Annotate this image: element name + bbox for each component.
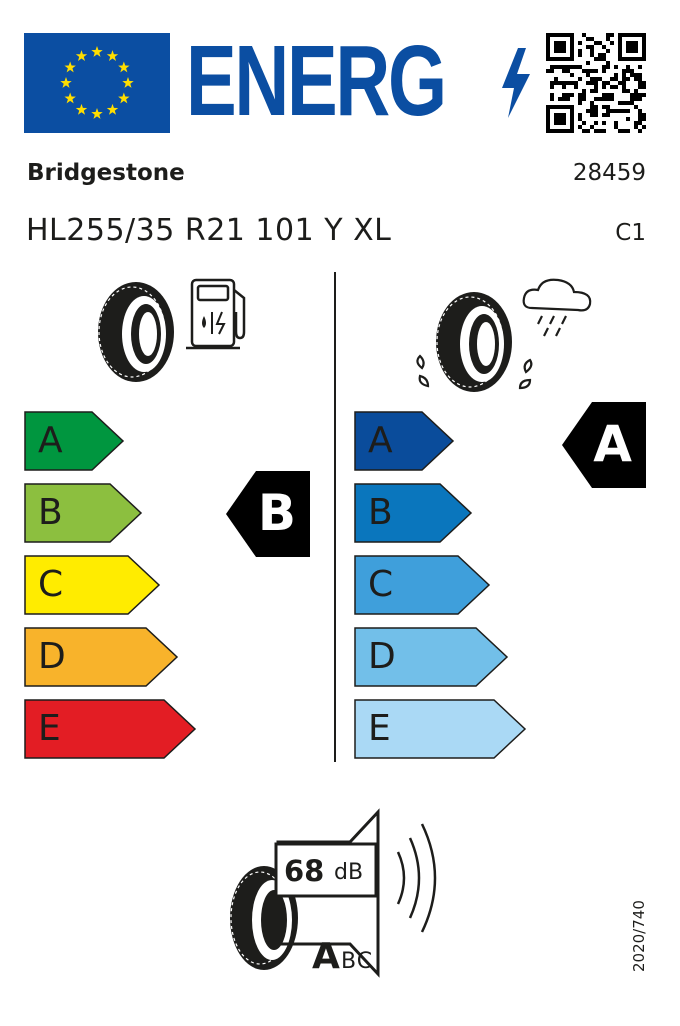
scale-letter: D	[368, 636, 396, 677]
eu-flag-icon	[24, 33, 170, 133]
energy-title: ENERG	[186, 25, 447, 137]
fuel-tyre-icon	[98, 278, 246, 382]
wet-grip-bar-a: A	[354, 411, 455, 471]
wet-grip-bar-e: E	[354, 699, 527, 759]
scale-letter: A	[38, 420, 63, 461]
divider	[334, 272, 336, 762]
noise-icon	[230, 808, 437, 978]
noise-class-rest: BC	[341, 949, 374, 974]
noise-class-selected: A	[312, 936, 340, 977]
wet-rating-letter: A	[593, 415, 632, 473]
fuel-efficiency-bar-b: B	[24, 483, 143, 543]
wet-grip-bar-c: C	[354, 555, 491, 615]
tyre-size: HL255/35 R21 101 Y XL	[26, 213, 392, 248]
brand-name: Bridgestone	[27, 160, 185, 186]
fuel-rating-letter: B	[257, 484, 296, 542]
qr-code-icon[interactable]	[546, 33, 646, 133]
lightning-bolt-icon	[502, 48, 530, 118]
speaker-icon	[274, 808, 380, 978]
tyre-icon	[436, 292, 512, 392]
regulation-number: 2020/740	[630, 900, 648, 972]
fuel-efficiency-bar-a: A	[24, 411, 125, 471]
scale-letter: E	[368, 708, 391, 749]
wet-grip-bar-d: D	[354, 627, 509, 687]
scale-letter: C	[38, 564, 64, 605]
tyre-class: C1	[615, 220, 646, 246]
scale-letter: C	[368, 564, 394, 605]
scale-letter: D	[38, 636, 66, 677]
fuel-efficiency-bar-d: D	[24, 627, 179, 687]
model-code: 28459	[572, 160, 646, 186]
fuel-pump-icon	[186, 278, 246, 350]
scale-letter: E	[38, 708, 61, 749]
wet-grip-tyre-icon	[416, 278, 592, 392]
fuel-efficiency-rating: B	[226, 471, 310, 557]
scale-letter: A	[368, 420, 393, 461]
scale-letter: B	[368, 492, 393, 533]
sound-waves-icon	[396, 823, 437, 933]
wet-grip-rating: A	[562, 402, 646, 488]
scale-letter: B	[38, 492, 63, 533]
tyre-icon	[98, 282, 174, 382]
noise-unit: dB	[334, 860, 364, 885]
fuel-efficiency-bar-e: E	[24, 699, 197, 759]
wet-grip-bar-b: B	[354, 483, 473, 543]
water-splash-icon	[416, 354, 533, 390]
rain-cloud-icon	[522, 278, 592, 337]
fuel-efficiency-bar-c: C	[24, 555, 161, 615]
noise-value: 68	[284, 854, 325, 888]
